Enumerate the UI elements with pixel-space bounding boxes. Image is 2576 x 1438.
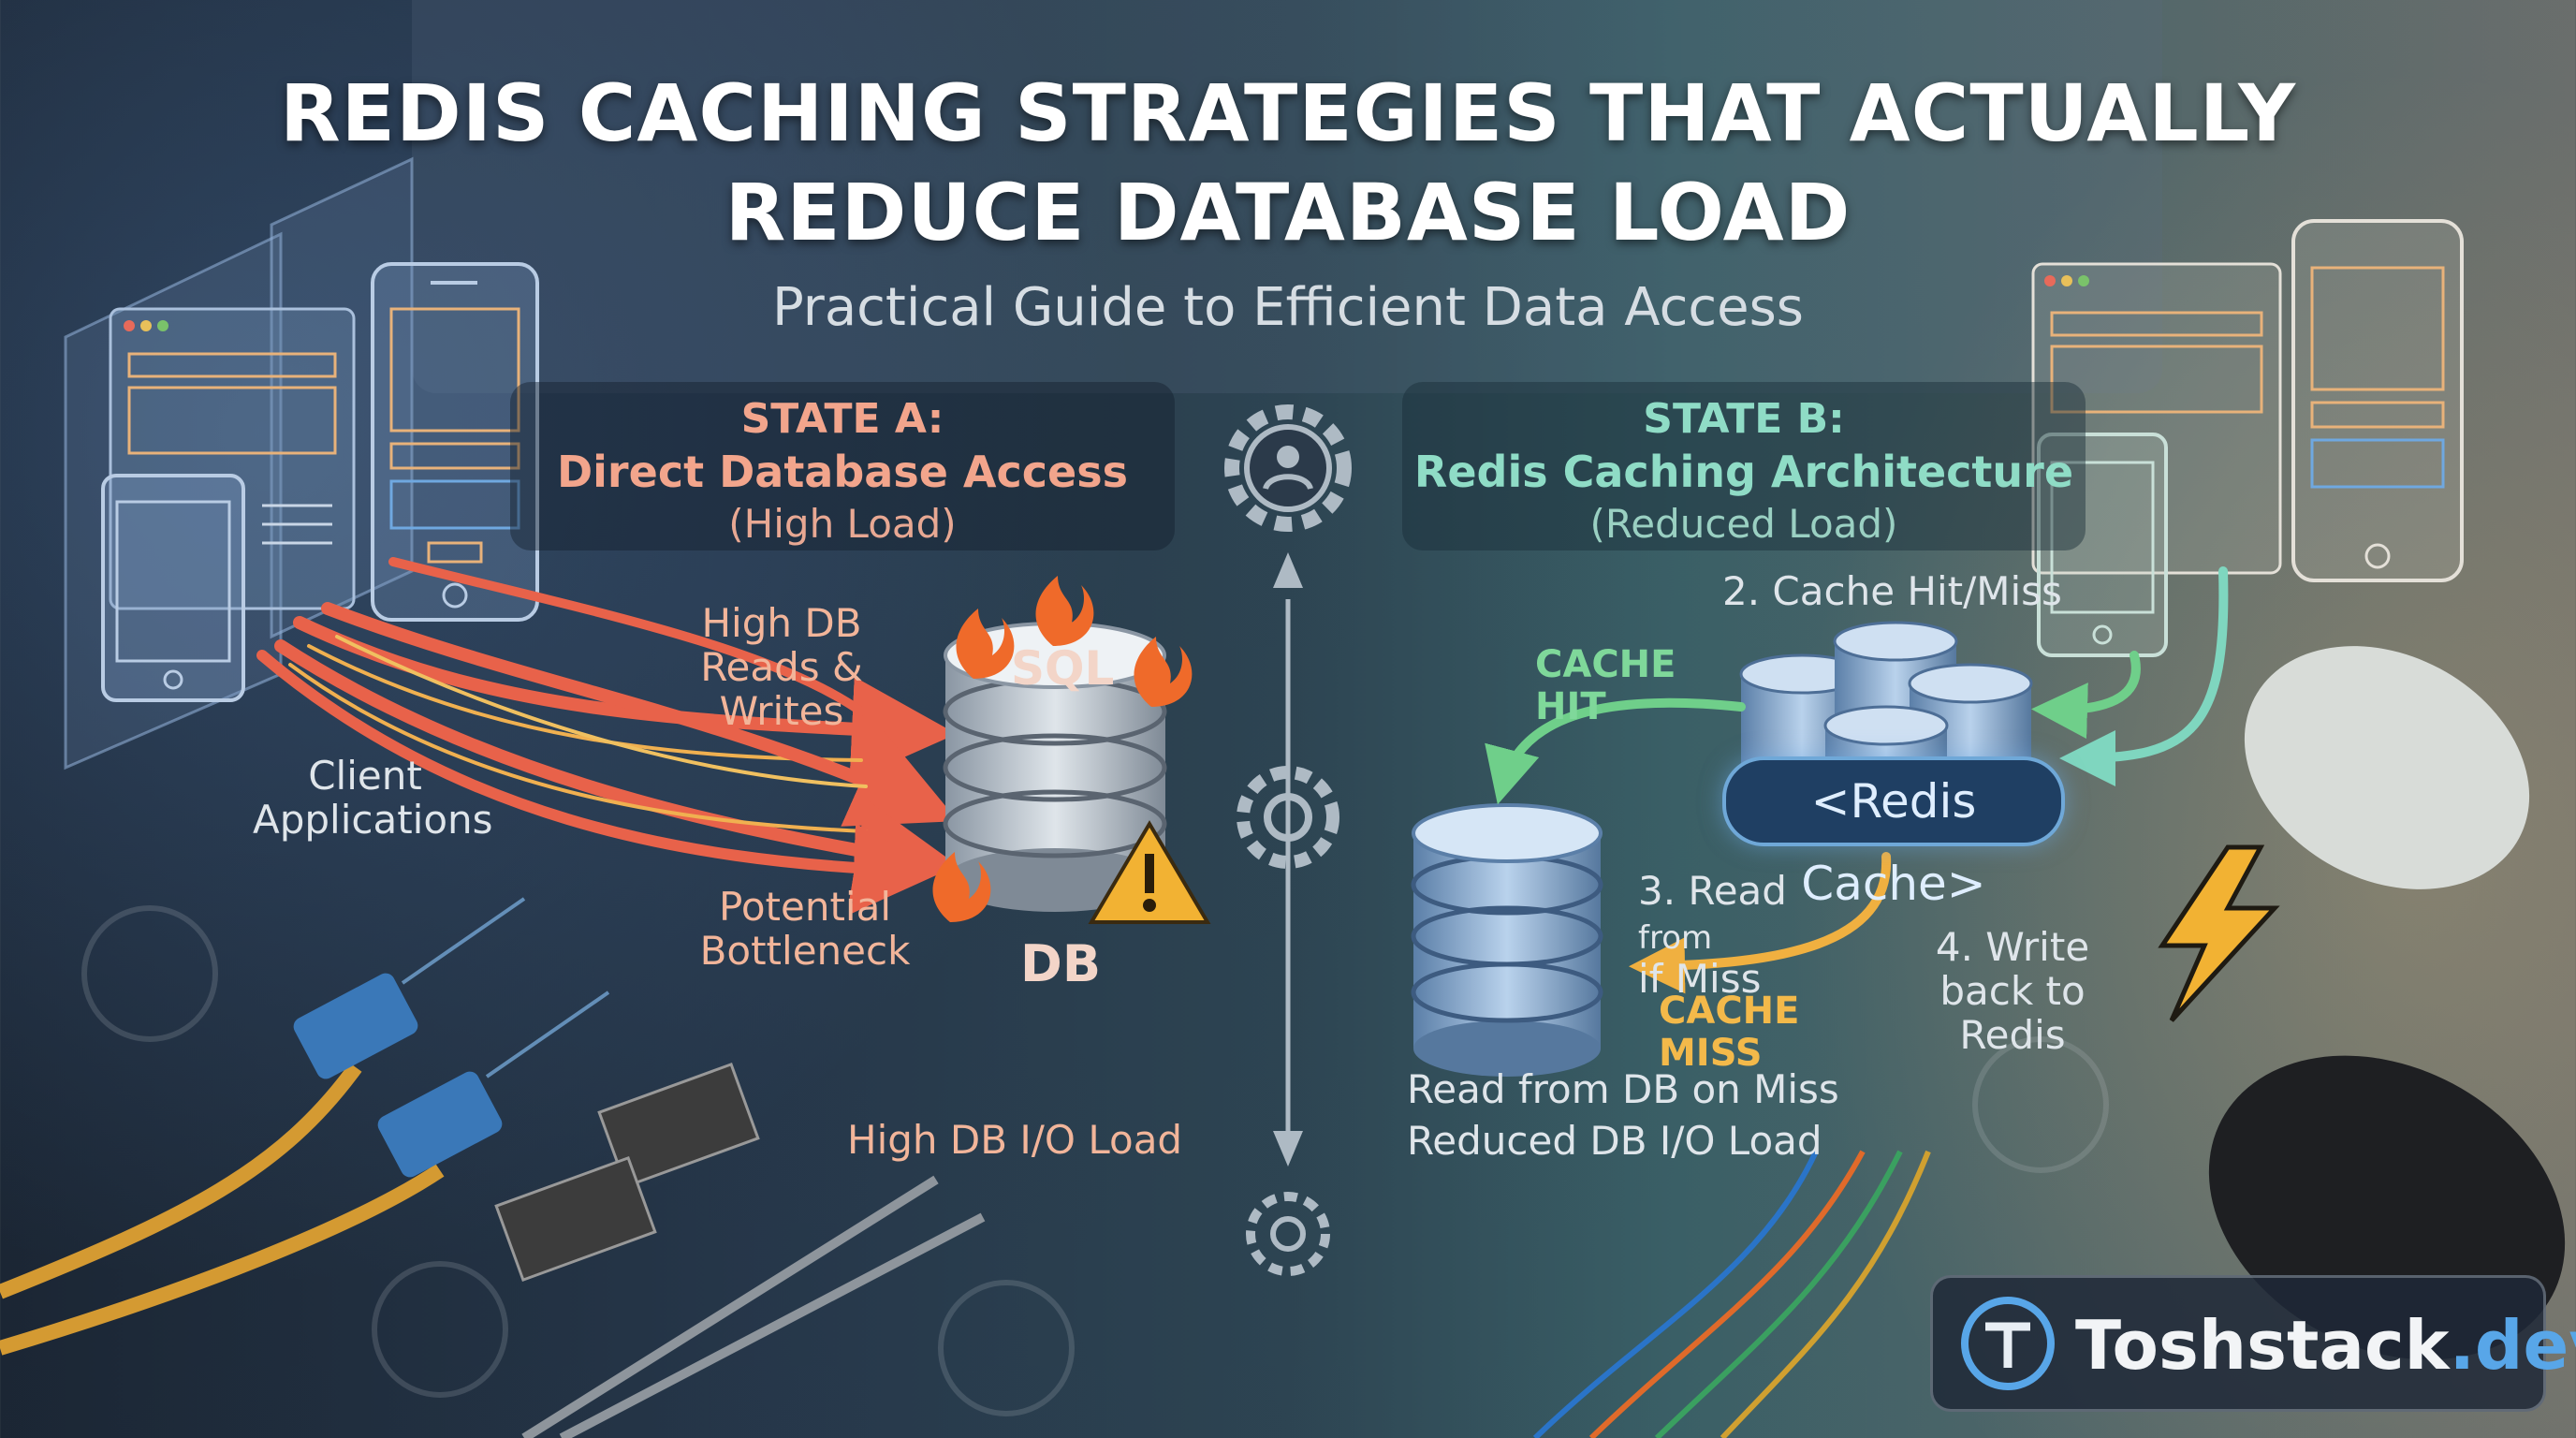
db-label: DB [1020,934,1101,993]
tablet-icon [101,474,245,702]
browser-window-icon [109,307,356,610]
db-request-arrows [256,557,961,914]
watermark-logo [81,905,2109,1416]
reduced-io-label: Reduced DB I/O Load [1407,1118,1822,1164]
redis-cache-label: <Redis Cache> [1722,756,2065,911]
brand-name: Toshstack.dev [2075,1306,2576,1385]
gear-small-icon [1246,1192,1330,1276]
chip-icon [494,1062,760,1283]
gear-user-icon [1224,404,1352,532]
browser-window-right-icon [2031,262,2282,575]
center-divider [1273,552,1303,1167]
tweezers-icon [521,1175,986,1438]
title-line-1: REDIS CACHING STRATEGIES THAT ACTUALLY [279,67,2297,159]
cache-miss-label: CACHE MISS [1659,990,1800,1075]
cache-hit-label: CACHE HIT [1535,643,1676,728]
high-io-label: High DB I/O Load [847,1117,1183,1163]
client-applications-label: Client Applications [253,753,493,844]
gear-icon [1237,766,1339,869]
read-from-db-label: Read from DB on Miss [1407,1066,1839,1112]
state-a-heading: STATE A: [740,395,944,443]
state-b-panel: STATE B: Redis Caching Architecture (Red… [1402,382,2086,550]
bottleneck-label: Potential Bottleneck [699,884,911,975]
phone-icon [371,262,539,622]
brand-tld: .dev [2449,1306,2576,1385]
tablet-right-icon [2037,433,2168,657]
state-b-load: (Reduced Load) [1589,501,1898,547]
state-b-heading: STATE B: [1643,395,1845,443]
step-4-label: 4. Write back to Redis [1935,924,2090,1059]
step-3-label: 3. Read from if Miss [1638,869,1844,1001]
step-3-if-miss: if Miss [1638,956,1762,1003]
database-icon [1411,803,1603,1077]
state-a-name: Direct Database Access [556,447,1129,497]
step-2-label: 2. Cache Hit/Miss [1722,568,2062,614]
phone-right-icon [2291,219,2464,582]
state-a-panel: STATE A: Direct Database Access (High Lo… [510,382,1175,550]
title-panel [412,0,2162,393]
lightning-icon [2158,844,2280,1022]
fire-icon [932,576,1193,922]
brand-badge: Toshstack.dev [1930,1275,2576,1412]
cache-flow-arrows [1485,566,2229,994]
brand-logo-icon [1961,1297,2055,1390]
warning-icon [1088,820,1211,924]
reads-writes-label: High DB Reads & Writes [700,600,863,735]
state-b-name: Redis Caching Architecture [1413,447,2074,497]
sql-database-icon [943,622,1167,912]
title-line-2: REDUCE DATABASE LOAD [724,167,1852,258]
step-3-from: from [1638,919,1713,958]
step-3-read: 3. Read [1638,868,1787,914]
state-a-load: (High Load) [728,501,957,547]
brand-name-main: Toshstack [2075,1306,2450,1385]
fiber-cable-icon [0,897,610,1356]
wires-icon [1532,1150,1931,1438]
sql-badge: SQL [1011,641,1115,696]
subtitle: Practical Guide to Efficient Data Access [772,277,1804,338]
